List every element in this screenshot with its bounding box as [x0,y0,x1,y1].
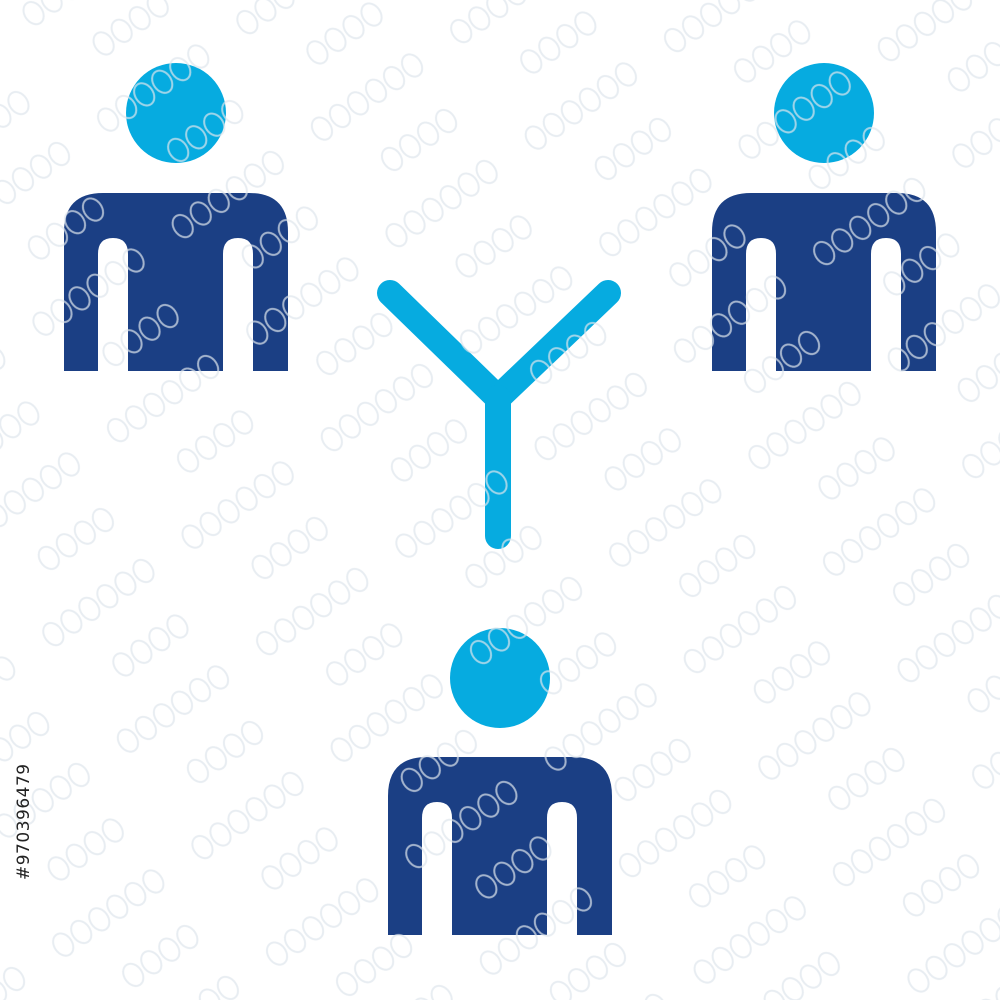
person-bottom-body [388,757,612,935]
person-top-right-head [774,63,874,163]
person-bottom-head [450,628,550,728]
y-split-connector-icon [377,280,621,549]
person-bottom-icon [388,628,612,935]
person-top-right-body [712,193,936,371]
connector-branches [377,280,621,411]
person-top-left-icon [64,63,288,371]
stock-id-label: #970396479 [14,763,34,880]
person-top-left-body [64,193,288,371]
person-top-right-icon [712,63,936,371]
person-top-left-head [126,63,226,163]
